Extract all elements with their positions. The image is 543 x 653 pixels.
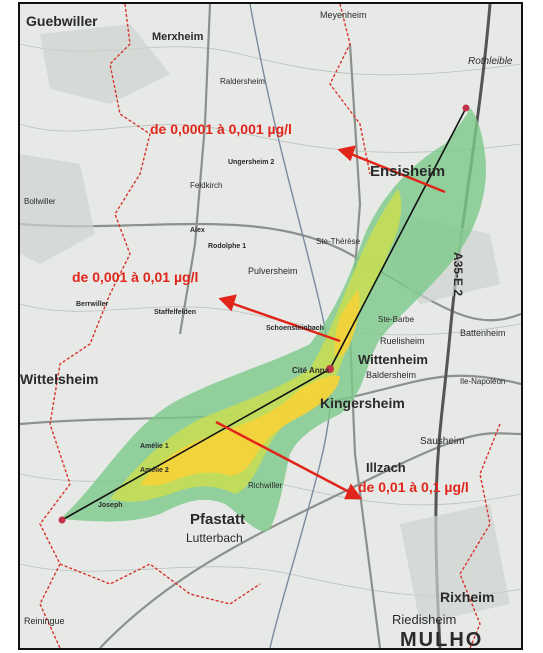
forest-areas bbox=[20, 24, 510, 624]
label-sausheim: Sausheim bbox=[420, 436, 464, 447]
label-amelie-2: Amélie 2 bbox=[140, 467, 169, 474]
annotation-range-mid: de 0,001 à 0,01 µg/l bbox=[72, 269, 198, 285]
label-merxheim: Merxheim bbox=[152, 31, 204, 43]
arrow-head-3 bbox=[344, 483, 363, 500]
label-staffelfelden: Staffelfelden bbox=[154, 309, 196, 316]
annotation-arrows bbox=[215, 145, 446, 500]
annotation-range-low: de 0,0001 à 0,001 µg/l bbox=[150, 121, 292, 137]
label-ruelisheim: Ruelisheim bbox=[380, 336, 425, 346]
label-mulhouse: MULHO bbox=[400, 629, 483, 648]
label-cite-anna: Cité Anna bbox=[292, 366, 330, 375]
label-berrwiller: Berrwiller bbox=[76, 301, 109, 308]
label-ensisheim: Ensisheim bbox=[370, 163, 445, 180]
label-rixheim: Rixheim bbox=[440, 589, 494, 605]
plume-outer-zone bbox=[60, 108, 486, 532]
label-pulversheim: Pulversheim bbox=[248, 266, 298, 276]
place-labels: Guebwiller Merxheim Meyenheim Rothleible… bbox=[20, 10, 513, 648]
label-rodolphe-1: Rodolphe 1 bbox=[208, 243, 246, 250]
label-bollwiller: Bollwiller bbox=[24, 197, 56, 206]
well-marker-mid[interactable] bbox=[326, 365, 334, 373]
label-ste-barbe: Ste-Barbe bbox=[378, 315, 415, 324]
map-frame: de 0,0001 à 0,001 µg/l de 0,001 à 0,01 µ… bbox=[18, 2, 523, 650]
label-joseph: Joseph bbox=[98, 502, 123, 509]
label-battenheim: Battenheim bbox=[460, 328, 506, 338]
annotation-range-high: de 0,01 à 0,1 µg/l bbox=[358, 479, 469, 495]
admin-boundaries bbox=[39, 4, 501, 648]
motorway-a35 bbox=[434, 4, 492, 648]
label-kingersheim: Kingersheim bbox=[320, 395, 405, 411]
label-schoensteinbach: Schoensteinbach bbox=[266, 325, 324, 332]
label-riedisheim: Riedisheim bbox=[392, 612, 456, 627]
label-reiningue: Reiningue bbox=[24, 616, 65, 626]
label-ile-napoleon: Ile-Napoléon bbox=[460, 377, 505, 386]
label-a35: A35-E 2 bbox=[451, 252, 465, 296]
arrow-annotation-2 bbox=[227, 300, 341, 343]
well-markers bbox=[58, 104, 470, 524]
label-raldersheim: Raldersheim bbox=[220, 77, 265, 86]
arrow-head-2 bbox=[218, 294, 237, 312]
label-guebwiller: Guebwiller bbox=[26, 13, 98, 29]
well-marker-end[interactable] bbox=[462, 104, 470, 112]
label-richwiller: Richwiller bbox=[248, 481, 283, 490]
label-baldersheim: Baldersheim bbox=[366, 370, 416, 380]
arrow-annotation-3 bbox=[215, 420, 354, 496]
label-lutterbach: Lutterbach bbox=[186, 531, 243, 545]
arrow-annotation-1 bbox=[345, 150, 446, 194]
label-ungersheim-2: Ungersheim 2 bbox=[228, 159, 274, 166]
arrow-head-1 bbox=[337, 145, 356, 162]
plume-inner-zone bbox=[140, 375, 340, 486]
plume-inner-zone-north bbox=[334, 289, 360, 357]
label-illzach: Illzach bbox=[366, 460, 406, 475]
label-wittelsheim: Wittelsheim bbox=[20, 371, 98, 387]
label-meyenheim: Meyenheim bbox=[320, 10, 367, 20]
map-canvas[interactable]: de 0,0001 à 0,001 µg/l de 0,001 à 0,01 µ… bbox=[20, 4, 521, 648]
label-ste-therese: Ste-Thérèse bbox=[316, 237, 361, 246]
label-alex: Alex bbox=[190, 227, 205, 234]
label-wittenheim: Wittenheim bbox=[358, 352, 428, 367]
label-amelie-1: Amélie 1 bbox=[140, 443, 169, 450]
well-marker-start[interactable] bbox=[58, 516, 66, 524]
label-rothleible: Rothleible bbox=[468, 56, 513, 67]
label-pfastatt: Pfastatt bbox=[190, 511, 245, 528]
label-feldkirch: Feldkirch bbox=[190, 181, 222, 190]
